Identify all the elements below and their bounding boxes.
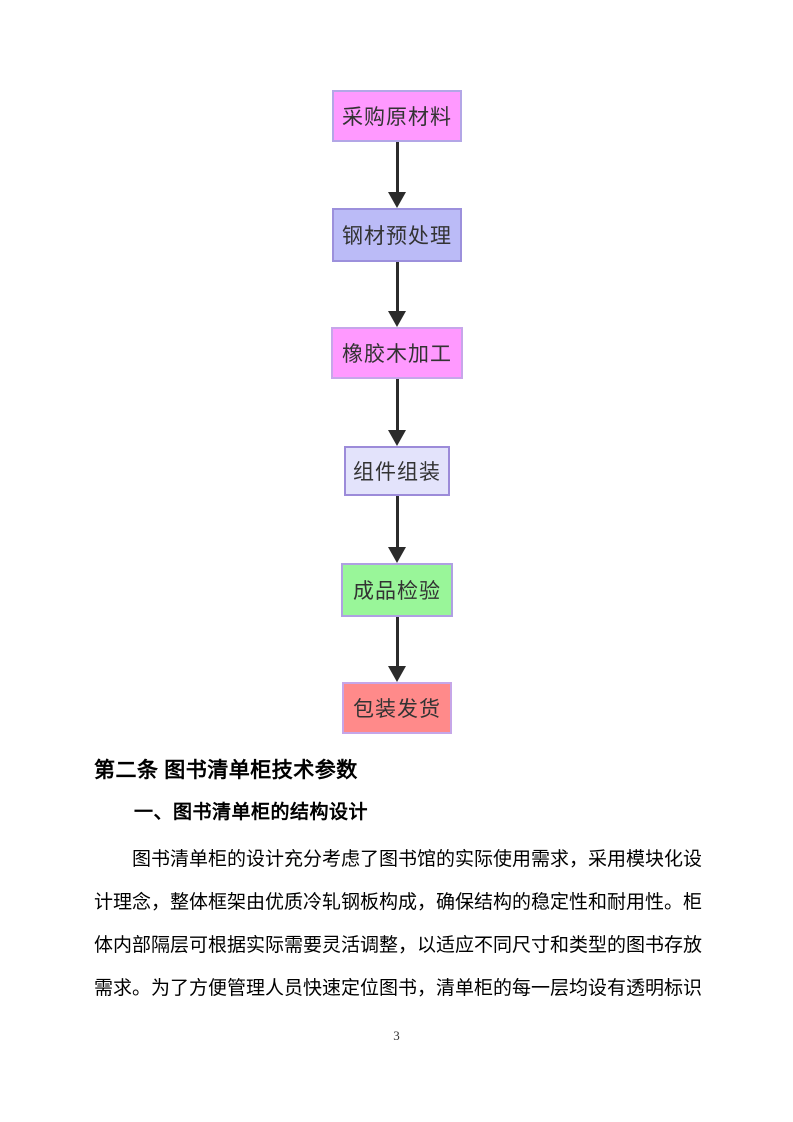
arrow-stem bbox=[395, 379, 399, 432]
paragraph-line: 计理念，整体框架由优质冷轧钢板构成，确保结构的稳定性和耐用性。柜 bbox=[94, 892, 703, 913]
arrow-head bbox=[388, 430, 406, 446]
document-body: 第二条 图书清单柜技术参数 一、图书清单柜的结构设计 图书清单柜的设计充分考虑了… bbox=[94, 758, 703, 1010]
paragraph-line: 需求。为了方便管理人员快速定位图书，清单柜的每一层均设有透明标识 bbox=[94, 978, 703, 999]
flow-node-packing-shipping: 包装发货 bbox=[342, 682, 452, 734]
arrow-head bbox=[388, 192, 406, 208]
flow-node-label: 采购原材料 bbox=[342, 106, 452, 129]
down-arrow-icon bbox=[384, 496, 410, 563]
arrow-head bbox=[388, 311, 406, 327]
down-arrow-icon bbox=[384, 262, 410, 327]
arrow-stem bbox=[395, 617, 399, 668]
arrow-stem bbox=[395, 142, 399, 194]
paragraph-line: 体内部隔层可根据实际需要灵活调整，以适应不同尺寸和类型的图书存放 bbox=[94, 935, 703, 956]
down-arrow-icon bbox=[384, 617, 410, 682]
flow-node-component-assembly: 组件组装 bbox=[344, 446, 450, 496]
arrow-stem bbox=[395, 262, 399, 313]
flow-node-rubberwood-processing: 橡胶木加工 bbox=[331, 327, 463, 379]
flow-node-label: 包装发货 bbox=[353, 698, 441, 721]
arrow-head bbox=[388, 547, 406, 563]
flow-node-purchase-raw-materials: 采购原材料 bbox=[332, 90, 462, 142]
section-heading: 第二条 图书清单柜技术参数 bbox=[94, 758, 358, 782]
flow-node-label: 钢材预处理 bbox=[342, 225, 452, 248]
flow-node-label: 橡胶木加工 bbox=[342, 343, 452, 366]
arrow-stem bbox=[395, 496, 399, 549]
down-arrow-icon bbox=[384, 142, 410, 208]
flow-node-label: 组件组装 bbox=[353, 461, 441, 484]
flow-node-finished-product-inspection: 成品检验 bbox=[341, 563, 453, 617]
arrow-head bbox=[388, 666, 406, 682]
page-number: 3 bbox=[393, 1028, 400, 1043]
paragraph-line: 图书清单柜的设计充分考虑了图书馆的实际使用需求，采用模块化设 bbox=[132, 849, 703, 870]
flow-node-label: 成品检验 bbox=[353, 580, 441, 603]
down-arrow-icon bbox=[384, 379, 410, 446]
sub-heading: 一、图书清单柜的结构设计 bbox=[134, 802, 369, 823]
body-paragraph: 图书清单柜的设计充分考虑了图书馆的实际使用需求，采用模块化设 计理念，整体框架由… bbox=[94, 838, 703, 1010]
flow-node-steel-pretreatment: 钢材预处理 bbox=[332, 208, 462, 262]
